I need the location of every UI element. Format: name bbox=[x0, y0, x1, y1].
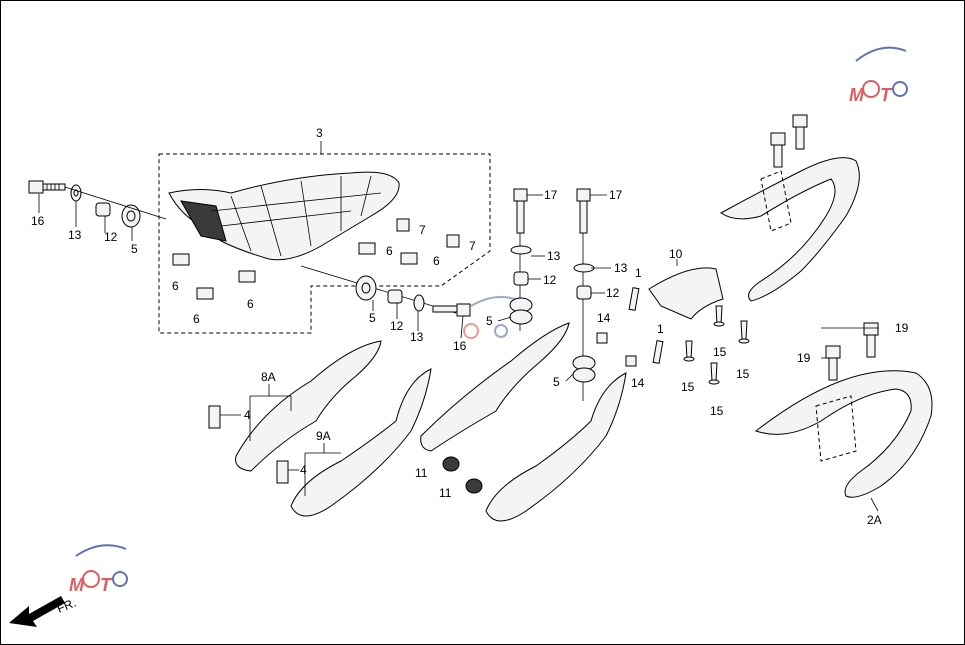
washer-13-left bbox=[70, 184, 82, 202]
callout-15: 15 bbox=[713, 345, 727, 359]
callout-5: 5 bbox=[131, 242, 138, 256]
grab-rail-2a bbox=[754, 322, 933, 498]
pad-4a bbox=[208, 405, 221, 429]
washer-13-right bbox=[413, 294, 425, 312]
side-cover-9a-right bbox=[485, 372, 627, 522]
grommet-11a bbox=[442, 456, 460, 472]
callout-12: 12 bbox=[543, 273, 557, 287]
seat-part bbox=[168, 171, 400, 261]
clips-7 bbox=[396, 218, 460, 248]
pin-1a bbox=[628, 287, 640, 311]
callout-5: 5 bbox=[553, 375, 560, 389]
rubber-5-right bbox=[355, 275, 377, 301]
svg-text:T: T bbox=[100, 575, 113, 595]
callout-13: 13 bbox=[410, 330, 424, 344]
callout-7: 7 bbox=[419, 223, 426, 237]
callout-17: 17 bbox=[544, 188, 558, 202]
callout-6: 6 bbox=[386, 244, 393, 258]
svg-text:T: T bbox=[880, 85, 893, 105]
side-cover-8a bbox=[235, 340, 382, 472]
leader-lines bbox=[38, 194, 879, 512]
callout-13: 13 bbox=[614, 261, 628, 275]
clips-6 bbox=[172, 242, 418, 300]
callout-13: 13 bbox=[547, 249, 561, 263]
callout-labels: 3 16 13 12 5 7 7 6 6 6 6 6 5 12 13 16 17… bbox=[31, 126, 909, 527]
callout-15: 15 bbox=[710, 404, 724, 418]
callout-10: 10 bbox=[669, 247, 683, 261]
bolt-16-right bbox=[432, 303, 471, 317]
callout-12: 12 bbox=[104, 230, 118, 244]
callout-15: 15 bbox=[736, 367, 750, 381]
side-cover-9a bbox=[290, 368, 432, 517]
bolt-17-left bbox=[509, 188, 533, 331]
callout-19: 19 bbox=[797, 351, 811, 365]
callout-5: 5 bbox=[486, 314, 493, 328]
svg-text:M: M bbox=[69, 575, 85, 595]
callout-19: 19 bbox=[895, 321, 909, 335]
callout-11: 11 bbox=[415, 466, 428, 480]
callout-4: 4 bbox=[244, 408, 251, 422]
callout-13: 13 bbox=[68, 228, 82, 242]
clip-14a bbox=[596, 332, 608, 344]
watermark-logo-top: M T bbox=[849, 46, 908, 105]
pin-1b bbox=[652, 340, 664, 364]
clip-14b bbox=[625, 355, 637, 367]
callout-14: 14 bbox=[631, 376, 645, 390]
callout-7: 7 bbox=[469, 239, 476, 253]
front-label: FR. bbox=[55, 596, 78, 616]
callout-12: 12 bbox=[606, 286, 620, 300]
watermark-logo-bottom: M T bbox=[69, 544, 128, 595]
cover-10 bbox=[648, 267, 724, 320]
callout-5: 5 bbox=[369, 311, 376, 325]
grommet-11b bbox=[465, 478, 483, 494]
callout-6: 6 bbox=[247, 297, 254, 311]
bolt-16-left bbox=[28, 180, 66, 194]
callout-12: 12 bbox=[390, 319, 404, 333]
callout-1: 1 bbox=[635, 266, 642, 280]
collar-12-left bbox=[95, 202, 111, 217]
front-arrow bbox=[9, 596, 65, 627]
callout-9a: 9A bbox=[316, 429, 331, 443]
callout-14: 14 bbox=[597, 311, 611, 325]
callout-2a: 2A bbox=[867, 513, 882, 527]
bolt-17-right bbox=[572, 188, 596, 401]
screws-15 bbox=[683, 305, 750, 385]
callout-8a: 8A bbox=[261, 370, 276, 384]
callout-6: 6 bbox=[193, 312, 200, 326]
callout-16: 16 bbox=[453, 339, 467, 353]
callout-17: 17 bbox=[609, 188, 623, 202]
collar-12-right bbox=[387, 289, 403, 304]
svg-text:M: M bbox=[849, 85, 865, 105]
grab-rail-upper bbox=[720, 114, 860, 302]
callout-6: 6 bbox=[433, 254, 440, 268]
rubber-5-left bbox=[121, 204, 141, 228]
side-cover-8a-right bbox=[420, 322, 570, 452]
callout-11: 11 bbox=[439, 486, 452, 500]
callout-4: 4 bbox=[300, 463, 307, 477]
callout-3: 3 bbox=[316, 126, 323, 140]
pad-4b bbox=[276, 460, 289, 484]
callout-1: 1 bbox=[657, 322, 664, 336]
callout-16: 16 bbox=[31, 214, 45, 228]
callout-6: 6 bbox=[172, 279, 179, 293]
callout-15: 15 bbox=[681, 380, 695, 394]
